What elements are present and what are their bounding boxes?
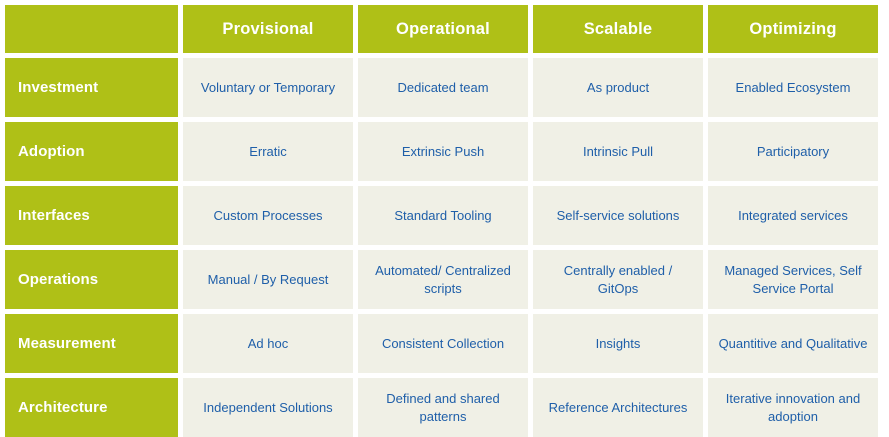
- row-label-operations: Operations: [5, 250, 178, 309]
- cell-investment-optimizing: Enabled Ecosystem: [708, 58, 878, 117]
- column-header-operational: Operational: [358, 5, 528, 53]
- row-label-adoption: Adoption: [5, 122, 178, 181]
- cell-adoption-optimizing: Participatory: [708, 122, 878, 181]
- table-row: Interfaces Custom Processes Standard Too…: [5, 186, 878, 245]
- cell-interfaces-optimizing: Integrated services: [708, 186, 878, 245]
- column-header-optimizing: Optimizing: [708, 5, 878, 53]
- cell-operations-optimizing: Managed Services, Self Service Portal: [708, 250, 878, 309]
- cell-interfaces-provisional: Custom Processes: [183, 186, 353, 245]
- cell-operations-provisional: Manual / By Request: [183, 250, 353, 309]
- table-row: Investment Voluntary or Temporary Dedica…: [5, 58, 878, 117]
- cell-adoption-provisional: Erratic: [183, 122, 353, 181]
- cell-investment-scalable: As product: [533, 58, 703, 117]
- cell-interfaces-scalable: Self-service solutions: [533, 186, 703, 245]
- cell-operations-scalable: Centrally enabled / GitOps: [533, 250, 703, 309]
- table-row: Measurement Ad hoc Consistent Collection…: [5, 314, 878, 373]
- cell-measurement-provisional: Ad hoc: [183, 314, 353, 373]
- cell-interfaces-operational: Standard Tooling: [358, 186, 528, 245]
- maturity-matrix-table: Provisional Operational Scalable Optimiz…: [5, 5, 878, 437]
- table-row: Adoption Erratic Extrinsic Push Intrinsi…: [5, 122, 878, 181]
- row-label-measurement: Measurement: [5, 314, 178, 373]
- cell-measurement-operational: Consistent Collection: [358, 314, 528, 373]
- cell-adoption-scalable: Intrinsic Pull: [533, 122, 703, 181]
- cell-operations-operational: Automated/ Centralized scripts: [358, 250, 528, 309]
- table-row: Operations Manual / By Request Automated…: [5, 250, 878, 309]
- cell-adoption-operational: Extrinsic Push: [358, 122, 528, 181]
- cell-investment-operational: Dedicated team: [358, 58, 528, 117]
- column-header-provisional: Provisional: [183, 5, 353, 53]
- row-label-investment: Investment: [5, 58, 178, 117]
- cell-measurement-optimizing: Quantitive and Qualitative: [708, 314, 878, 373]
- row-label-interfaces: Interfaces: [5, 186, 178, 245]
- cell-investment-provisional: Voluntary or Temporary: [183, 58, 353, 117]
- table-corner-cell: [5, 5, 178, 53]
- cell-measurement-scalable: Insights: [533, 314, 703, 373]
- table-header-row: Provisional Operational Scalable Optimiz…: [5, 5, 878, 53]
- column-header-scalable: Scalable: [533, 5, 703, 53]
